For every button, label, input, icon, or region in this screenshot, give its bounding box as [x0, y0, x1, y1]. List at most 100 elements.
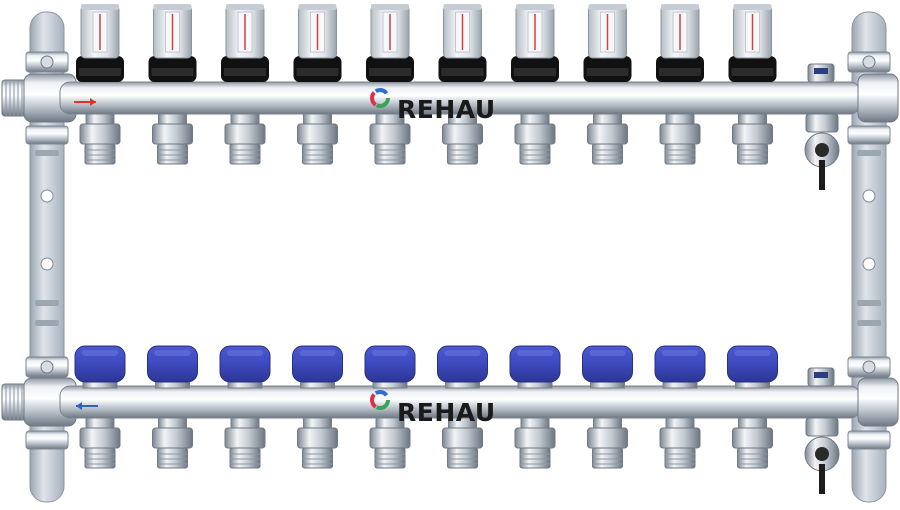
flowmeter-ring [369, 68, 411, 76]
outlet-thread [84, 447, 116, 469]
outlet-hex-nut [79, 427, 121, 449]
outlet-hex-nut [732, 427, 773, 449]
outlet-hex-nut [297, 123, 338, 145]
outlet-hex-nut [224, 123, 266, 145]
outlet-hex-nut [442, 427, 483, 449]
outlet-fitting [152, 113, 193, 165]
flowmeter-ring [151, 68, 194, 76]
mounting-hole [862, 257, 876, 271]
outlet-fitting [79, 417, 121, 469]
flowmeter-top [443, 4, 482, 10]
bracket-slot [857, 300, 881, 306]
outlet-thread [84, 143, 116, 165]
outlet-hex-nut [369, 427, 411, 449]
flowmeter-ring [296, 68, 339, 76]
outlet-hex-nut [514, 123, 556, 145]
outlet-thread [664, 447, 696, 469]
drain-valve [804, 367, 840, 494]
flowmeter [148, 4, 197, 82]
bracket-slot [35, 320, 59, 326]
drain-handle [819, 464, 825, 494]
outlet-neck [303, 113, 332, 125]
outlet-thread [229, 447, 261, 469]
valve-cap-highlight [589, 350, 626, 356]
screw-head [862, 55, 876, 69]
outlet-thread [592, 143, 623, 165]
flowmeter-top [661, 4, 699, 10]
flowmeter [511, 4, 559, 82]
outlet-fitting [369, 417, 411, 469]
outlet-hex-nut [732, 123, 773, 145]
outlet-neck [738, 113, 767, 125]
bracket-slot [857, 150, 881, 156]
valve-cap [654, 345, 706, 389]
flowmeter [583, 4, 632, 82]
outlet-neck [520, 113, 550, 125]
outlet-neck [520, 417, 550, 429]
screw-head [40, 360, 54, 374]
outlet-thread [157, 143, 188, 165]
flowmeter-ring [586, 68, 629, 76]
outlet-hex-nut [79, 123, 121, 145]
outlet-hex-nut [152, 427, 193, 449]
brand-logo-supply: REHAU [370, 88, 496, 124]
outlet-hex-nut [152, 123, 193, 145]
brand-logo-return: REHAU [370, 390, 495, 427]
brand-name-supply: REHAU [397, 95, 496, 124]
valve-cap [364, 345, 416, 389]
outlet-neck [593, 417, 622, 429]
flowmeter-ring [514, 68, 556, 76]
flowmeter [438, 4, 487, 82]
outlet-neck [85, 417, 115, 429]
clamp-bottom [25, 430, 69, 450]
outlet-fitting [514, 113, 556, 165]
screw-head [40, 55, 54, 69]
outlet-fitting [732, 417, 773, 469]
outlet-thread [302, 143, 333, 165]
outlet-neck [738, 417, 767, 429]
drain-body [805, 113, 839, 133]
valve-cap-highlight [662, 350, 698, 356]
flowmeter-ring [731, 68, 774, 76]
air-vent-mark [814, 372, 828, 378]
valve-cap-highlight [227, 350, 263, 356]
valve-cap-highlight [372, 350, 408, 356]
supply-manifold [1, 4, 899, 190]
clamp-bottom [847, 125, 891, 145]
valve-cap [509, 345, 561, 389]
outlet-neck [85, 113, 115, 125]
outlet-fitting [152, 417, 193, 469]
flow-arrow-head [76, 402, 82, 410]
outlet-fitting [587, 113, 628, 165]
drain-handle [819, 160, 825, 190]
outlet-neck [665, 113, 695, 125]
outlet-fitting [442, 417, 483, 469]
flowmeter-top [516, 4, 554, 10]
outlet-neck [158, 113, 187, 125]
outlet-thread [374, 143, 406, 165]
outlet-hex-nut [369, 123, 411, 145]
outlet-neck [158, 417, 187, 429]
flowmeter-top [226, 4, 264, 10]
outlet-thread [374, 447, 406, 469]
outlet-thread [302, 447, 333, 469]
outlet-thread [447, 447, 478, 469]
flowmeter-ring [441, 68, 484, 76]
outlet-fitting [224, 113, 266, 165]
flowmeter [656, 4, 704, 82]
flowmeter-ring [224, 68, 266, 76]
outlet-thread [737, 447, 768, 469]
flowmeter [728, 4, 777, 82]
outlet-neck [665, 417, 695, 429]
flowmeter [293, 4, 342, 82]
air-vent-mark [814, 68, 828, 74]
outlet-thread [664, 143, 696, 165]
outlet-hex-nut [224, 427, 266, 449]
outlet-thread [519, 447, 551, 469]
valve-cap [219, 345, 271, 389]
flow-arrow-head [90, 98, 96, 106]
outlet-fitting [297, 113, 338, 165]
valve-cap-highlight [734, 350, 771, 356]
outlet-neck [230, 113, 260, 125]
flowmeter-ring [79, 68, 121, 76]
